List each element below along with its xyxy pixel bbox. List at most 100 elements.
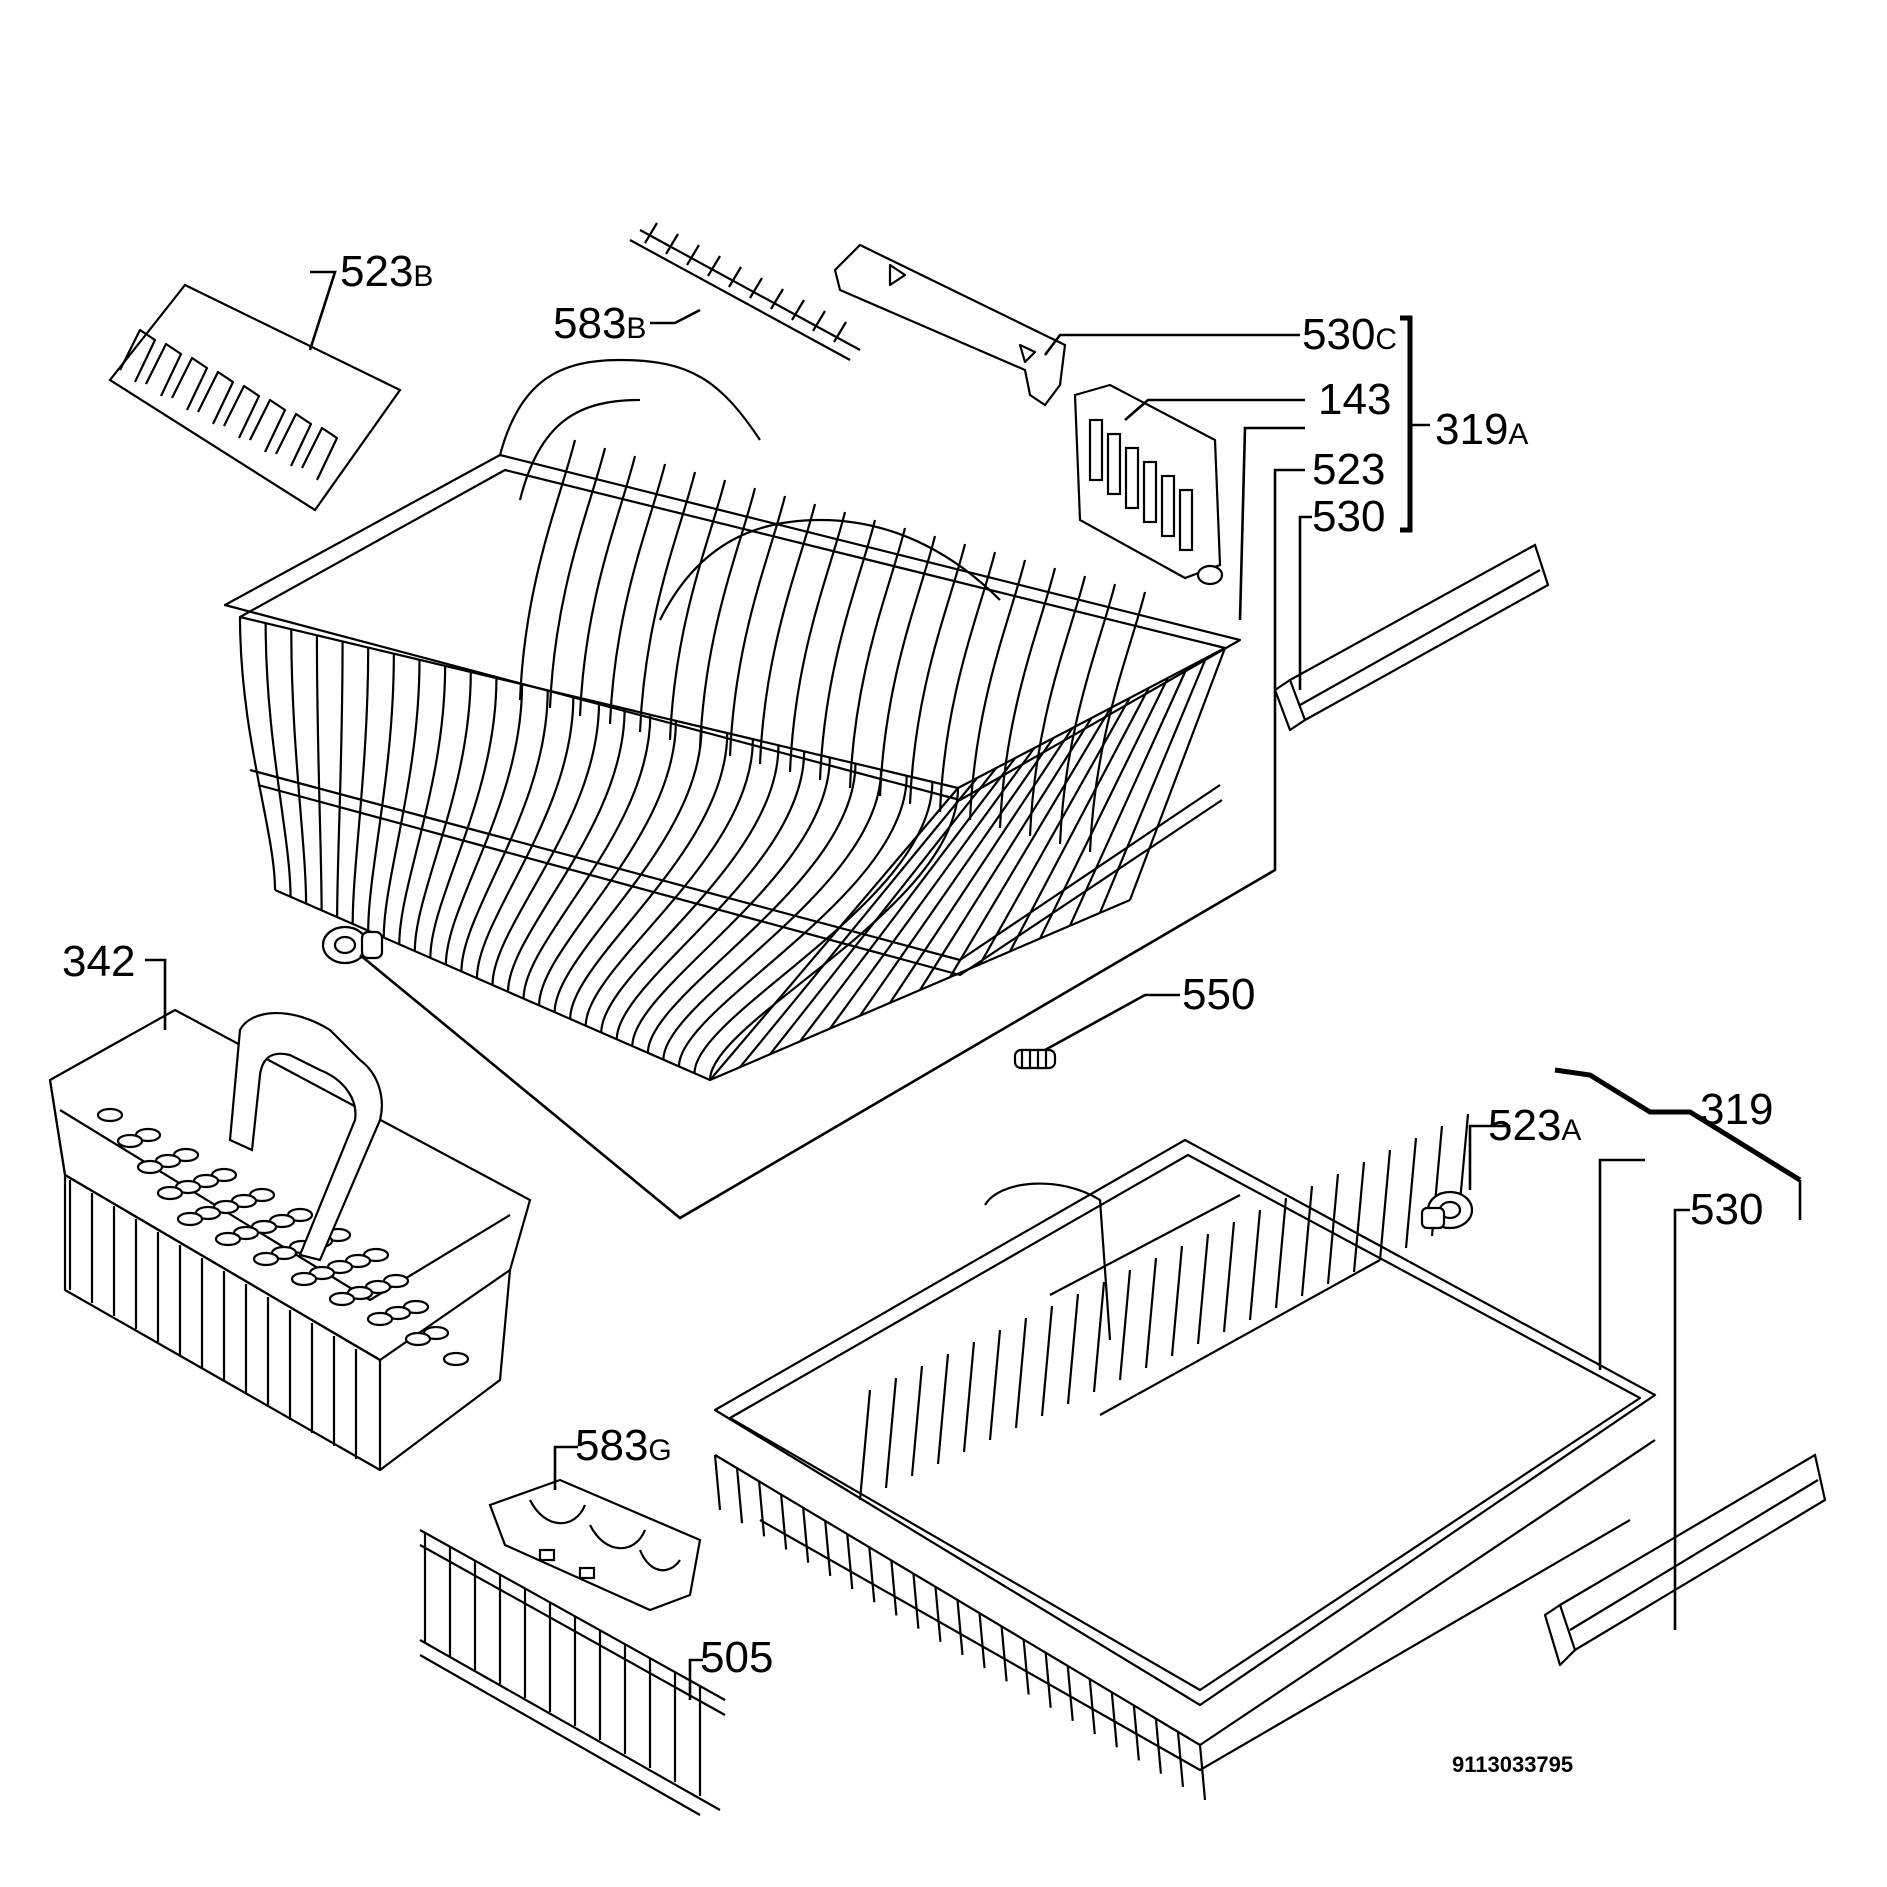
hole — [176, 1211, 204, 1227]
part-583G-clip — [488, 1478, 702, 1612]
tooth — [791, 299, 805, 321]
tine — [1326, 1173, 1340, 1285]
label-342: 342 — [62, 940, 135, 984]
wire — [739, 777, 978, 1068]
tine — [1066, 1293, 1080, 1405]
hole — [328, 1291, 356, 1307]
wire — [919, 717, 1093, 991]
wire — [615, 751, 806, 1040]
wire — [646, 763, 857, 1053]
part-530-rail-lower — [1543, 1453, 1827, 1667]
label-523A-num: 523 — [1488, 1101, 1562, 1150]
wire — [1044, 1652, 1052, 1708]
tine — [1040, 1305, 1054, 1417]
tine — [1028, 575, 1087, 837]
tine — [936, 1353, 950, 1465]
tooth — [728, 266, 742, 288]
wire — [1068, 667, 1188, 927]
label-319A: 319A — [1435, 408, 1528, 452]
tine — [698, 487, 757, 749]
label-530-lower-num: 530 — [1690, 1185, 1764, 1234]
wire — [662, 769, 883, 1060]
wire — [429, 678, 498, 958]
slot — [1124, 446, 1140, 510]
label-583G: 583G — [575, 1424, 672, 1468]
tine — [1248, 1209, 1262, 1321]
part-530-rail-upper — [1273, 543, 1550, 732]
wire — [713, 1454, 722, 1511]
tooth — [171, 356, 209, 411]
tine — [1014, 1317, 1028, 1429]
wire — [1110, 1692, 1118, 1748]
slot — [1106, 432, 1122, 496]
wire — [934, 1586, 942, 1642]
hole — [136, 1159, 164, 1175]
tine — [848, 527, 907, 789]
document-number: 9113033795 — [1452, 1752, 1574, 1777]
wire — [382, 659, 421, 938]
slot — [1142, 460, 1158, 524]
tine — [758, 503, 817, 765]
tine — [608, 463, 667, 725]
tine — [988, 1329, 1002, 1441]
label-523B: 523B — [340, 250, 433, 294]
wire — [460, 690, 549, 972]
wire — [1176, 1731, 1185, 1787]
label-319-num: 319 — [1700, 1085, 1774, 1134]
wire — [1000, 1626, 1008, 1682]
wire — [1022, 1639, 1030, 1695]
label-523A-sfx: A — [1561, 1114, 1582, 1147]
tine — [884, 1377, 898, 1489]
wire — [949, 707, 1112, 978]
tine — [548, 447, 607, 709]
wire — [1128, 647, 1227, 901]
tooth — [686, 244, 700, 266]
tine — [1058, 583, 1117, 845]
tooth — [119, 328, 157, 383]
label-505: 505 — [700, 1636, 773, 1680]
wire — [735, 1468, 744, 1524]
tooth — [197, 370, 235, 425]
tooth — [145, 342, 183, 397]
tine — [938, 551, 997, 813]
basket-wheel-lower — [1420, 1190, 1474, 1230]
tooth — [707, 255, 721, 277]
hole — [214, 1231, 242, 1247]
part-530C-handle — [833, 243, 1067, 407]
wire — [769, 767, 998, 1055]
wire — [709, 787, 959, 1081]
tine — [1092, 1281, 1106, 1393]
label-143-num: 143 — [1318, 375, 1392, 424]
tine — [638, 471, 697, 733]
tooth — [770, 288, 784, 310]
label-583G-num: 583 — [575, 1421, 649, 1470]
part-523B-tine-insert — [108, 283, 402, 512]
label-505-num: 505 — [700, 1633, 774, 1682]
wire — [868, 1547, 876, 1603]
tine — [788, 511, 847, 773]
wire — [584, 739, 754, 1026]
label-530C-num: 530 — [1302, 310, 1376, 359]
label-143: 143 — [1318, 378, 1391, 422]
wire — [824, 1520, 832, 1577]
tine — [1196, 1233, 1210, 1345]
hole — [442, 1351, 470, 1367]
wire — [1066, 1665, 1074, 1722]
slot — [1088, 418, 1104, 482]
label-583B-sfx: B — [626, 312, 647, 345]
basket-wheel-upper — [321, 925, 384, 965]
label-523B-sfx: B — [413, 260, 434, 293]
tine — [1274, 1197, 1288, 1309]
wire — [780, 1494, 788, 1550]
wire — [336, 641, 344, 918]
hole — [252, 1251, 280, 1267]
tine — [518, 439, 577, 701]
hole — [366, 1311, 394, 1327]
hole — [96, 1107, 124, 1123]
tooth — [301, 426, 339, 481]
tine — [1144, 1257, 1158, 1369]
tooth — [223, 384, 261, 439]
tine — [1404, 1137, 1418, 1249]
label-342-num: 342 — [62, 937, 136, 986]
